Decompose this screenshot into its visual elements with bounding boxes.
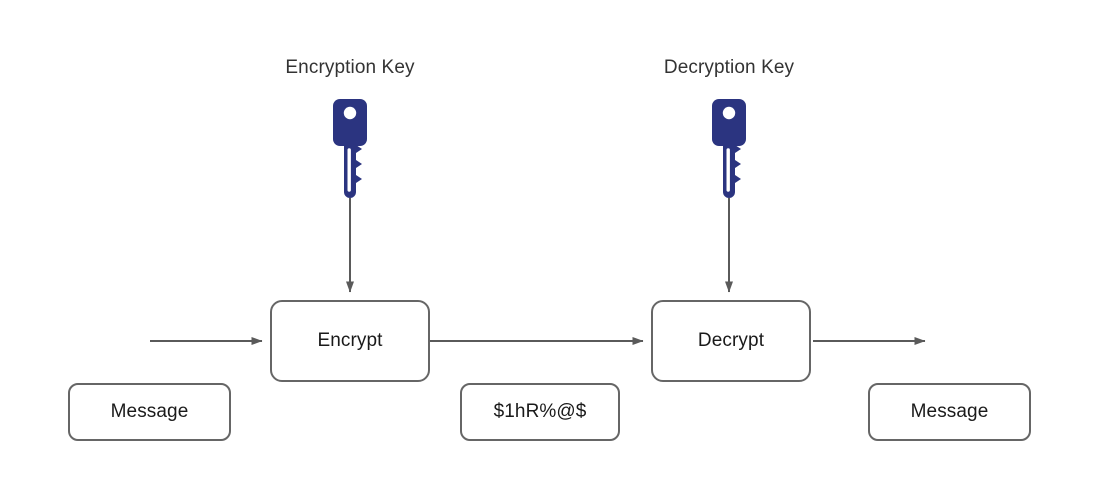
decryption-key-label: Decryption Key (663, 57, 795, 78)
message-input-box[interactable]: Message (68, 383, 231, 441)
encrypt-process-box[interactable]: Encrypt (270, 300, 430, 382)
ciphertext-box[interactable]: $1hR%@$ (460, 383, 620, 441)
message-output-box[interactable]: Message (868, 383, 1031, 441)
encryption-key-label: Encryption Key (285, 57, 415, 78)
decryption-key-icon (712, 99, 746, 198)
decrypt-process-box[interactable]: Decrypt (651, 300, 811, 382)
encryption-key-icon (333, 99, 367, 198)
